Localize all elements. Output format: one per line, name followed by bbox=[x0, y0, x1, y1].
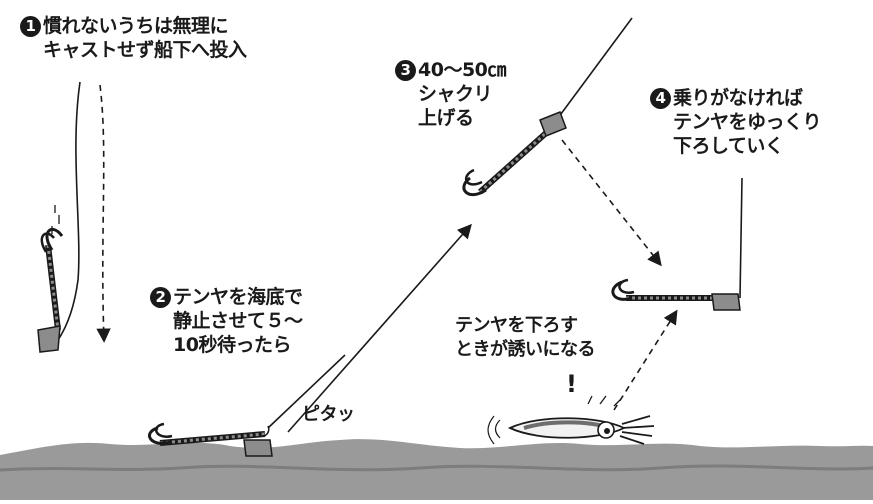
lure-arrow bbox=[613, 309, 678, 411]
lure-caption: テンヤを下ろす ときが誘いになる bbox=[455, 314, 596, 362]
exclamation-mark: ! bbox=[566, 370, 577, 398]
step-2-number: 2 bbox=[150, 287, 171, 308]
step-2-line-3: 10秒待ったら bbox=[173, 334, 291, 356]
step-1-line-2: キャストせず船下へ投入 bbox=[43, 39, 247, 61]
step-2-line-2: 静止させて５～ bbox=[173, 310, 303, 332]
tenya-rig-lifted bbox=[462, 17, 633, 197]
lower-arrow bbox=[561, 139, 662, 267]
drop-direction-arrow bbox=[96, 84, 111, 343]
pitatt-annotation: ピタッ bbox=[302, 404, 355, 425]
tenya-rig-on-bottom bbox=[148, 354, 346, 457]
tenya-rig-lowering bbox=[611, 177, 743, 311]
step-3-number: 3 bbox=[395, 60, 416, 81]
lure-caption-line-1: テンヤを下ろす bbox=[455, 315, 578, 336]
step-4-number: 4 bbox=[650, 88, 671, 109]
lift-arrow bbox=[287, 223, 472, 433]
squid-illustration bbox=[487, 395, 655, 445]
step-1-line-1: 慣れないうちは無理に bbox=[43, 15, 229, 37]
step-3-line-1: 40～50㎝ bbox=[418, 59, 506, 81]
step-1-number: 1 bbox=[20, 16, 41, 37]
step-2-line-1: テンヤを海底で bbox=[173, 286, 303, 308]
step-3-line-3: 上げる bbox=[418, 107, 474, 129]
seabed-texture bbox=[0, 464, 873, 472]
step-4-line-3: 下ろしていく bbox=[673, 135, 784, 157]
step-4-line-1: 乗りがなければ bbox=[673, 87, 803, 109]
seabed bbox=[0, 439, 873, 500]
tenya-rig-sinking bbox=[37, 205, 64, 353]
step-3-line-2: シャクリ bbox=[418, 83, 493, 105]
lure-caption-line-2: ときが誘いになる bbox=[455, 339, 596, 360]
drop-line bbox=[57, 81, 81, 341]
step-4-line-2: テンヤをゆっくり bbox=[673, 111, 822, 133]
